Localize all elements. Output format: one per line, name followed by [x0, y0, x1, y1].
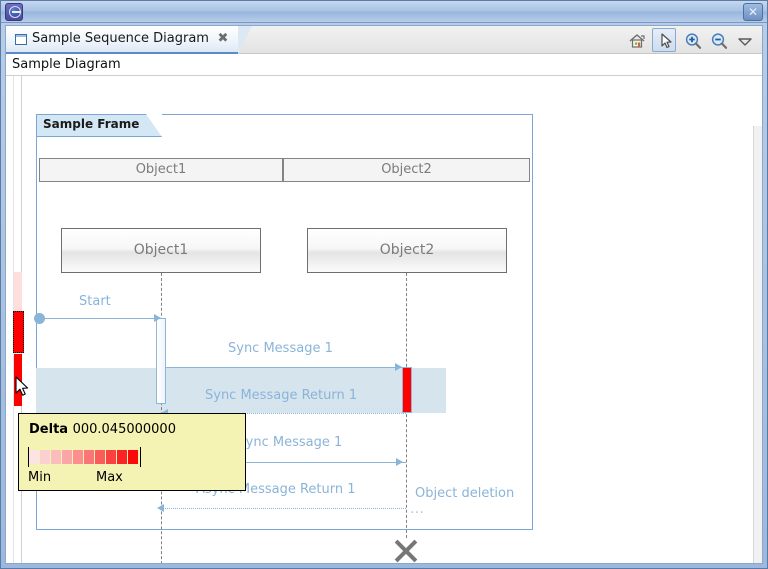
legend-segment-0	[29, 450, 40, 464]
editor-tab-strip: Sample Sequence Diagram ✖	[6, 26, 762, 54]
diagram-title-bar: Sample Diagram	[6, 54, 762, 76]
zoom-out-icon[interactable]	[706, 28, 730, 52]
window-title-bar: ✕	[1, 1, 767, 23]
tooltip-metric-name: Delta	[29, 422, 73, 437]
arrowhead-sync-1	[395, 363, 402, 371]
legend-start-tick	[28, 447, 29, 467]
legend-segment-2	[51, 450, 62, 464]
lifeline-head-object1[interactable]: Object1	[61, 228, 261, 273]
message-line-sync-1[interactable]	[166, 367, 406, 368]
arrowhead-async-return-1	[157, 504, 164, 512]
tab-label: Sample Sequence Diagram	[32, 31, 209, 46]
frame-label: Sample Frame	[37, 114, 163, 137]
metric-tooltip: Delta 000.045000000 Min Max	[18, 413, 246, 491]
selected-time-range-band	[36, 368, 446, 413]
frame-label-text: Sample Frame	[43, 117, 140, 131]
message-line-async-1[interactable]	[161, 462, 406, 463]
message-label-sync-return-1: Sync Message Return 1	[205, 388, 358, 403]
message-line-start[interactable]	[39, 318, 161, 319]
legend-segment-6	[95, 450, 106, 464]
message-line-async-return-1[interactable]	[161, 508, 406, 509]
legend-segment-4	[73, 450, 84, 464]
ruler-mark-faint[interactable]	[14, 272, 22, 318]
annotation-object-deletion: Object deletion	[415, 486, 515, 501]
frame-label-tag-edge	[145, 114, 163, 137]
legend-min-label: Min	[28, 470, 52, 485]
legend-segment-3	[62, 450, 73, 464]
home-icon[interactable]	[624, 28, 648, 52]
message-label-async-1: Async Message 1	[230, 435, 343, 450]
tooltip-metric-line: Delta 000.045000000	[29, 422, 176, 437]
tooltip-metric-value: 000.045000000	[72, 422, 176, 437]
arrowhead-async-1	[396, 458, 403, 466]
tab-close-icon[interactable]: ✖	[217, 31, 229, 46]
select-tool-icon[interactable]	[652, 28, 676, 52]
ruler-mark-selected[interactable]	[13, 311, 24, 353]
legend-segment-1	[40, 450, 51, 464]
mouse-cursor	[15, 376, 31, 400]
column-header-object2[interactable]: Object2	[283, 158, 530, 182]
activation-bar-object1[interactable]	[156, 318, 166, 404]
column-header-object1[interactable]: Object1	[39, 158, 283, 182]
message-line-sync-return-1[interactable]	[166, 413, 406, 414]
legend-max-label: Max	[96, 470, 123, 485]
legend-segment-9	[128, 450, 139, 464]
legend-end-tick	[140, 447, 141, 467]
diagram-canvas[interactable]: Sample Frame Object1 Object2 Object1 Obj…	[6, 76, 762, 563]
window-close-button[interactable]: ✕	[743, 3, 763, 21]
legend-gradient-bar	[29, 450, 139, 464]
page-title: Sample Diagram	[12, 57, 121, 72]
legend-segment-5	[84, 450, 95, 464]
legend-segment-8	[117, 450, 128, 464]
legend-segment-7	[106, 450, 117, 464]
eclipse-icon-bar	[12, 11, 21, 13]
eclipse-icon	[5, 3, 23, 21]
editor-client-area: Sample Sequence Diagram ✖	[5, 25, 763, 564]
annotation-ellipsis: …	[410, 501, 426, 517]
message-label-start: Start	[79, 294, 111, 309]
destroy-marker-icon	[393, 538, 419, 563]
vertical-scrollbar[interactable]	[753, 126, 762, 563]
arrowhead-start	[154, 314, 161, 322]
activation-bar-object2-highlighted[interactable]	[402, 367, 412, 413]
zoom-in-icon[interactable]	[680, 28, 704, 52]
lifeline-head-object2[interactable]: Object2	[307, 228, 507, 273]
tab-sample-sequence-diagram[interactable]: Sample Sequence Diagram ✖	[6, 26, 252, 54]
document-icon	[15, 34, 27, 45]
chevron-down-icon[interactable]	[732, 28, 756, 52]
message-label-sync-1: Sync Message 1	[228, 341, 333, 356]
